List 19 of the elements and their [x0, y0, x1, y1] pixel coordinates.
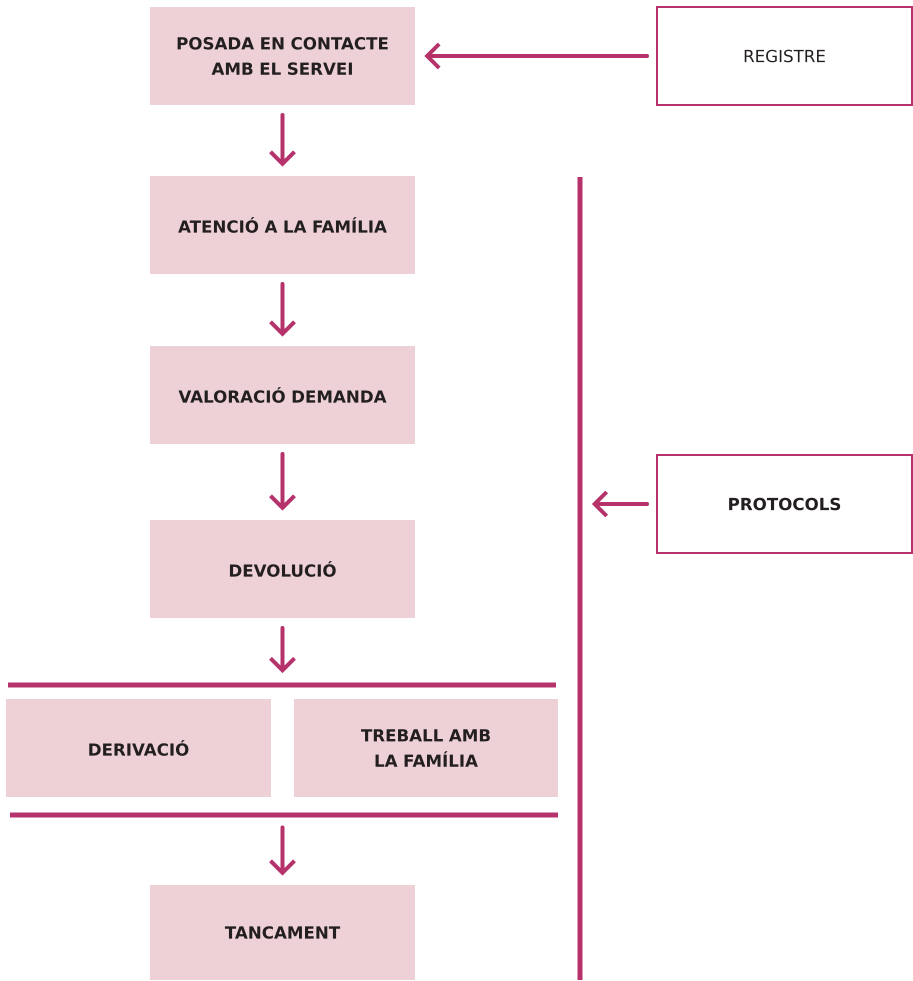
- arrow: [592, 490, 649, 518]
- process-box: POSADA EN CONTACTE AMB EL SERVEI: [150, 7, 415, 105]
- arrow: [269, 113, 296, 167]
- arrow: [269, 452, 296, 511]
- arrow: [269, 826, 296, 876]
- process-box: VALORACIÓ DEMANDA: [150, 346, 415, 444]
- arrow: [269, 626, 296, 674]
- process-box: DEVOLUCIÓ: [150, 520, 415, 618]
- process-box: ATENCIÓ A LA FAMÍLIA: [150, 176, 415, 274]
- process-box: TREBALL AMB LA FAMÍLIA: [294, 699, 558, 797]
- arrow: [269, 282, 296, 337]
- horizontal-bar: [10, 812, 558, 818]
- process-box: TANCAMENT: [150, 885, 415, 980]
- arrow: [424, 42, 649, 70]
- process-box: DERIVACIÓ: [6, 699, 271, 797]
- side-box: REGISTRE: [656, 6, 913, 106]
- side-box: PROTOCOLS: [656, 454, 913, 554]
- horizontal-bar: [8, 682, 556, 688]
- vertical-bar: [578, 177, 582, 980]
